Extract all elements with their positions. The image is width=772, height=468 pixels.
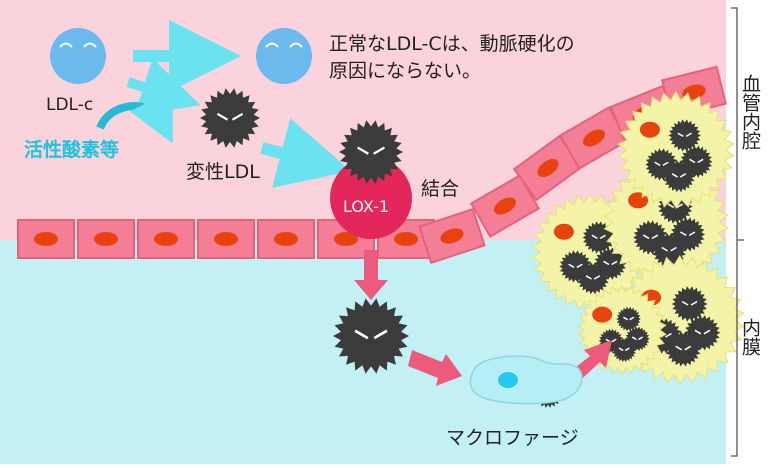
arrow-to-macrophage (408, 350, 462, 386)
lox1-receptor (330, 157, 412, 239)
oxidized-ldl-particle (662, 160, 696, 193)
foam-cell-nucleus (639, 121, 660, 138)
cell-nucleus (394, 232, 418, 246)
arrow-lox1-down (354, 250, 388, 300)
macrophage-label: マクロファージ (446, 427, 579, 449)
cell-nucleus (214, 232, 238, 246)
cell-nucleus (440, 228, 464, 244)
intima-label: 内膜 (739, 318, 761, 356)
cell-nucleus (537, 158, 559, 178)
macrophage-nucleus (498, 372, 518, 388)
normal-ldl-note-line1: 正常なLDL-Cは、動脈硬化の (329, 33, 575, 55)
oxidized-ldl-particle (668, 119, 701, 152)
ros-label: 活性酸素等 (24, 138, 119, 161)
endothelial-cell (17, 219, 75, 259)
oxidized-ldl-particle (665, 331, 702, 367)
lox1-label: LOX-1 (343, 197, 389, 216)
normal-ldl-note-line2: 原因にならない。 (329, 60, 481, 82)
cell-nucleus (154, 232, 178, 246)
oxidized-ldl-particle (616, 306, 641, 332)
oxidized-ldl-particle (333, 298, 409, 374)
cell-nucleus (274, 232, 298, 246)
cell-nucleus (94, 232, 118, 246)
endothelial-cell (418, 208, 486, 264)
endothelial-cell (77, 219, 135, 259)
oxidized-ldl-particle (339, 120, 403, 184)
cell-nucleus (583, 129, 605, 147)
cell-nucleus (334, 232, 358, 246)
cell-nucleus (34, 232, 58, 246)
endothelial-cell (257, 219, 315, 259)
endothelial-cell (197, 219, 255, 259)
endothelial-cell (469, 174, 541, 238)
foam-cell (617, 91, 735, 209)
cell-nucleus (494, 197, 516, 215)
binding-label: 結合 (421, 178, 459, 200)
macrophage (469, 355, 583, 405)
oxidized-ldl-label: 変性LDL (186, 161, 260, 183)
oxidized-ldl-particle (611, 337, 637, 362)
oxidized-ldl-particle (576, 262, 610, 295)
endothelial-cell (137, 219, 195, 259)
normal-ldl-particle (256, 28, 312, 84)
ldl-label: LDL-c (46, 95, 93, 115)
ldl-particle (50, 28, 106, 84)
endothelial-cell (558, 106, 630, 170)
oxidized-ldl-particle (671, 286, 708, 322)
foam-cell-cluster (531, 91, 745, 385)
ros-curved-arrow (96, 89, 173, 144)
oxidized-ldl-particle (200, 88, 260, 148)
region-bracket (731, 7, 744, 457)
arrow-oxidized-to-lox1 (260, 118, 351, 188)
foam-cell-nucleus (553, 223, 574, 240)
foam-cell-nucleus (592, 306, 613, 323)
lumen-label: 血管内腔 (739, 74, 761, 150)
